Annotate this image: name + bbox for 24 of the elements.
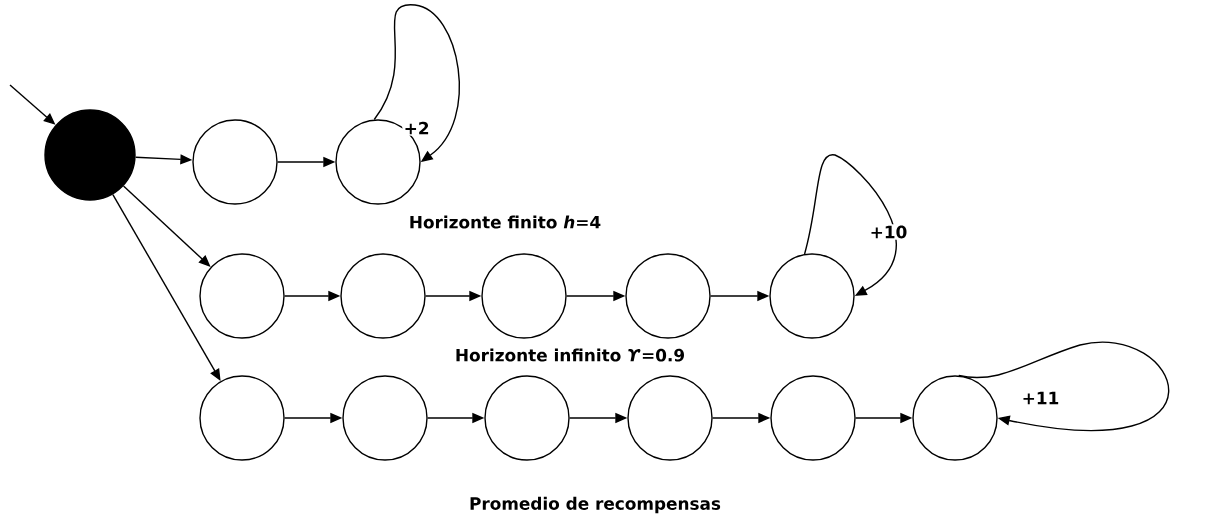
edge-label: +10 (868, 224, 909, 240)
loop-arrow (373, 4, 461, 162)
state-circle (625, 253, 711, 339)
edge-label: +2 (402, 120, 431, 136)
state-circle (481, 253, 567, 339)
edge-label: +11 (1020, 390, 1061, 406)
row-caption: Horizonte finito h=4 (410, 215, 601, 229)
row-caption: Horizonte infinito ϒ=0.9 (456, 348, 684, 362)
state-circle (912, 375, 998, 461)
state-circle (199, 375, 285, 461)
state-circle (192, 119, 278, 205)
start-state (44, 109, 136, 201)
arrow (112, 193, 221, 381)
state-circle (484, 375, 570, 461)
arrow (122, 185, 211, 267)
state-circle (627, 375, 713, 461)
state-circle (199, 253, 285, 339)
loop-arrow (803, 154, 897, 296)
state-circle (769, 253, 855, 339)
state-circle (340, 253, 426, 339)
state-circle (342, 375, 428, 461)
state-circle (770, 375, 856, 461)
loop-arrow (958, 341, 1170, 432)
row-caption: Promedio de recompensas (470, 496, 721, 514)
